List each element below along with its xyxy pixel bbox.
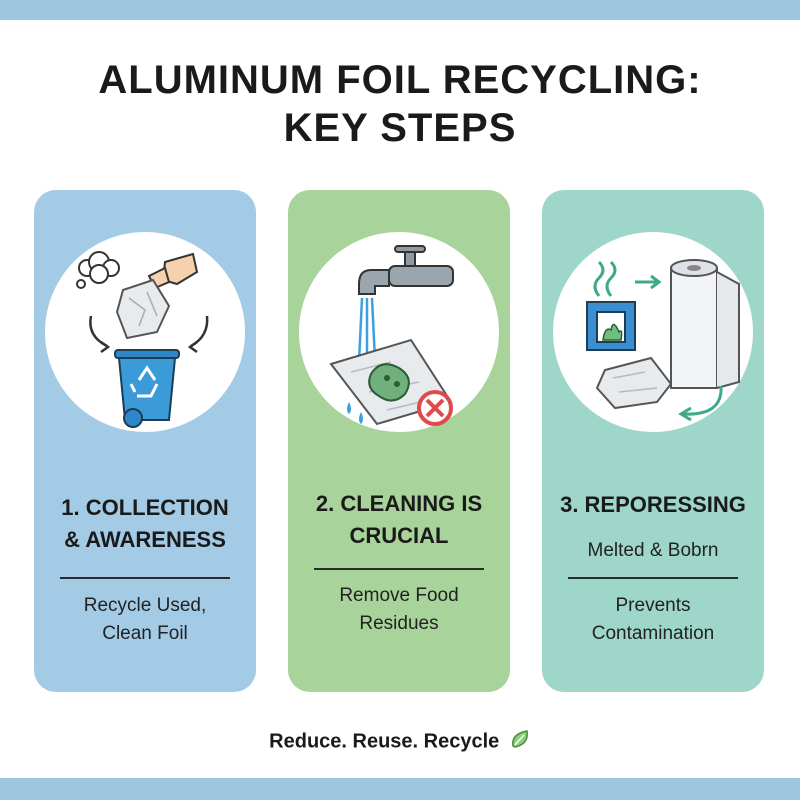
recycle-bin-icon xyxy=(76,251,209,428)
step-description-line-2: Clean Foil xyxy=(102,623,188,644)
bottom-band xyxy=(0,778,800,800)
step-heading-line-2: CRUCIAL xyxy=(349,523,449,548)
divider xyxy=(568,577,738,579)
icon-circle xyxy=(299,232,499,432)
faucet-icon xyxy=(329,245,454,426)
step-description-line-1: Remove Food xyxy=(339,585,459,606)
step-description: Prevents Contamination xyxy=(542,592,764,648)
step-heading-line-2: & AWARENESS xyxy=(64,527,226,552)
divider xyxy=(60,577,230,579)
top-band xyxy=(0,0,800,20)
step-heading-line-1: 1. COLLECTION xyxy=(61,495,229,520)
step-card-collection: 1. COLLECTION & AWARENESS Recycle Used, … xyxy=(34,190,256,692)
step-heading: 2. CLEANING IS CRUCIAL xyxy=(296,488,502,552)
icon-circle xyxy=(553,232,753,432)
icon-circle xyxy=(45,232,245,432)
step-subheading: Melted & Bobrn xyxy=(587,540,719,561)
leaf-icon xyxy=(509,728,531,756)
furnace-foil-roll-icon xyxy=(586,259,740,422)
step-heading: 1. COLLECTION & AWARENESS xyxy=(42,492,248,556)
step-heading-line-1: 3. REPORESSING xyxy=(560,492,746,517)
step-description: Remove Food Residues xyxy=(288,582,510,638)
step-description: Recycle Used, Clean Foil xyxy=(34,592,256,648)
step-card-cleaning: 2. CLEANING IS CRUCIAL Remove Food Resid… xyxy=(288,190,510,692)
footer-text: Reduce. Reuse. Recycle xyxy=(269,730,500,753)
step-description-line-2: Residues xyxy=(359,613,439,634)
step-description-line-2: Contamination xyxy=(591,623,715,644)
step-heading: 3. REPORESSING xyxy=(550,489,756,521)
title-line-2: KEY STEPS xyxy=(283,106,517,150)
footer-tagline: Reduce. Reuse. Recycle xyxy=(0,728,800,756)
step-card-reprocessing: 3. REPORESSING Melted & Bobrn Prevents C… xyxy=(542,190,764,692)
title-line-1: ALUMINUM FOIL RECYCLING: xyxy=(98,58,702,102)
step-description-line-1: Prevents xyxy=(615,595,691,616)
page-title: ALUMINUM FOIL RECYCLING: KEY STEPS xyxy=(0,56,800,152)
divider xyxy=(314,568,484,570)
step-description-line-1: Recycle Used, xyxy=(83,595,207,616)
step-heading-line-1: 2. CLEANING IS xyxy=(315,491,483,516)
